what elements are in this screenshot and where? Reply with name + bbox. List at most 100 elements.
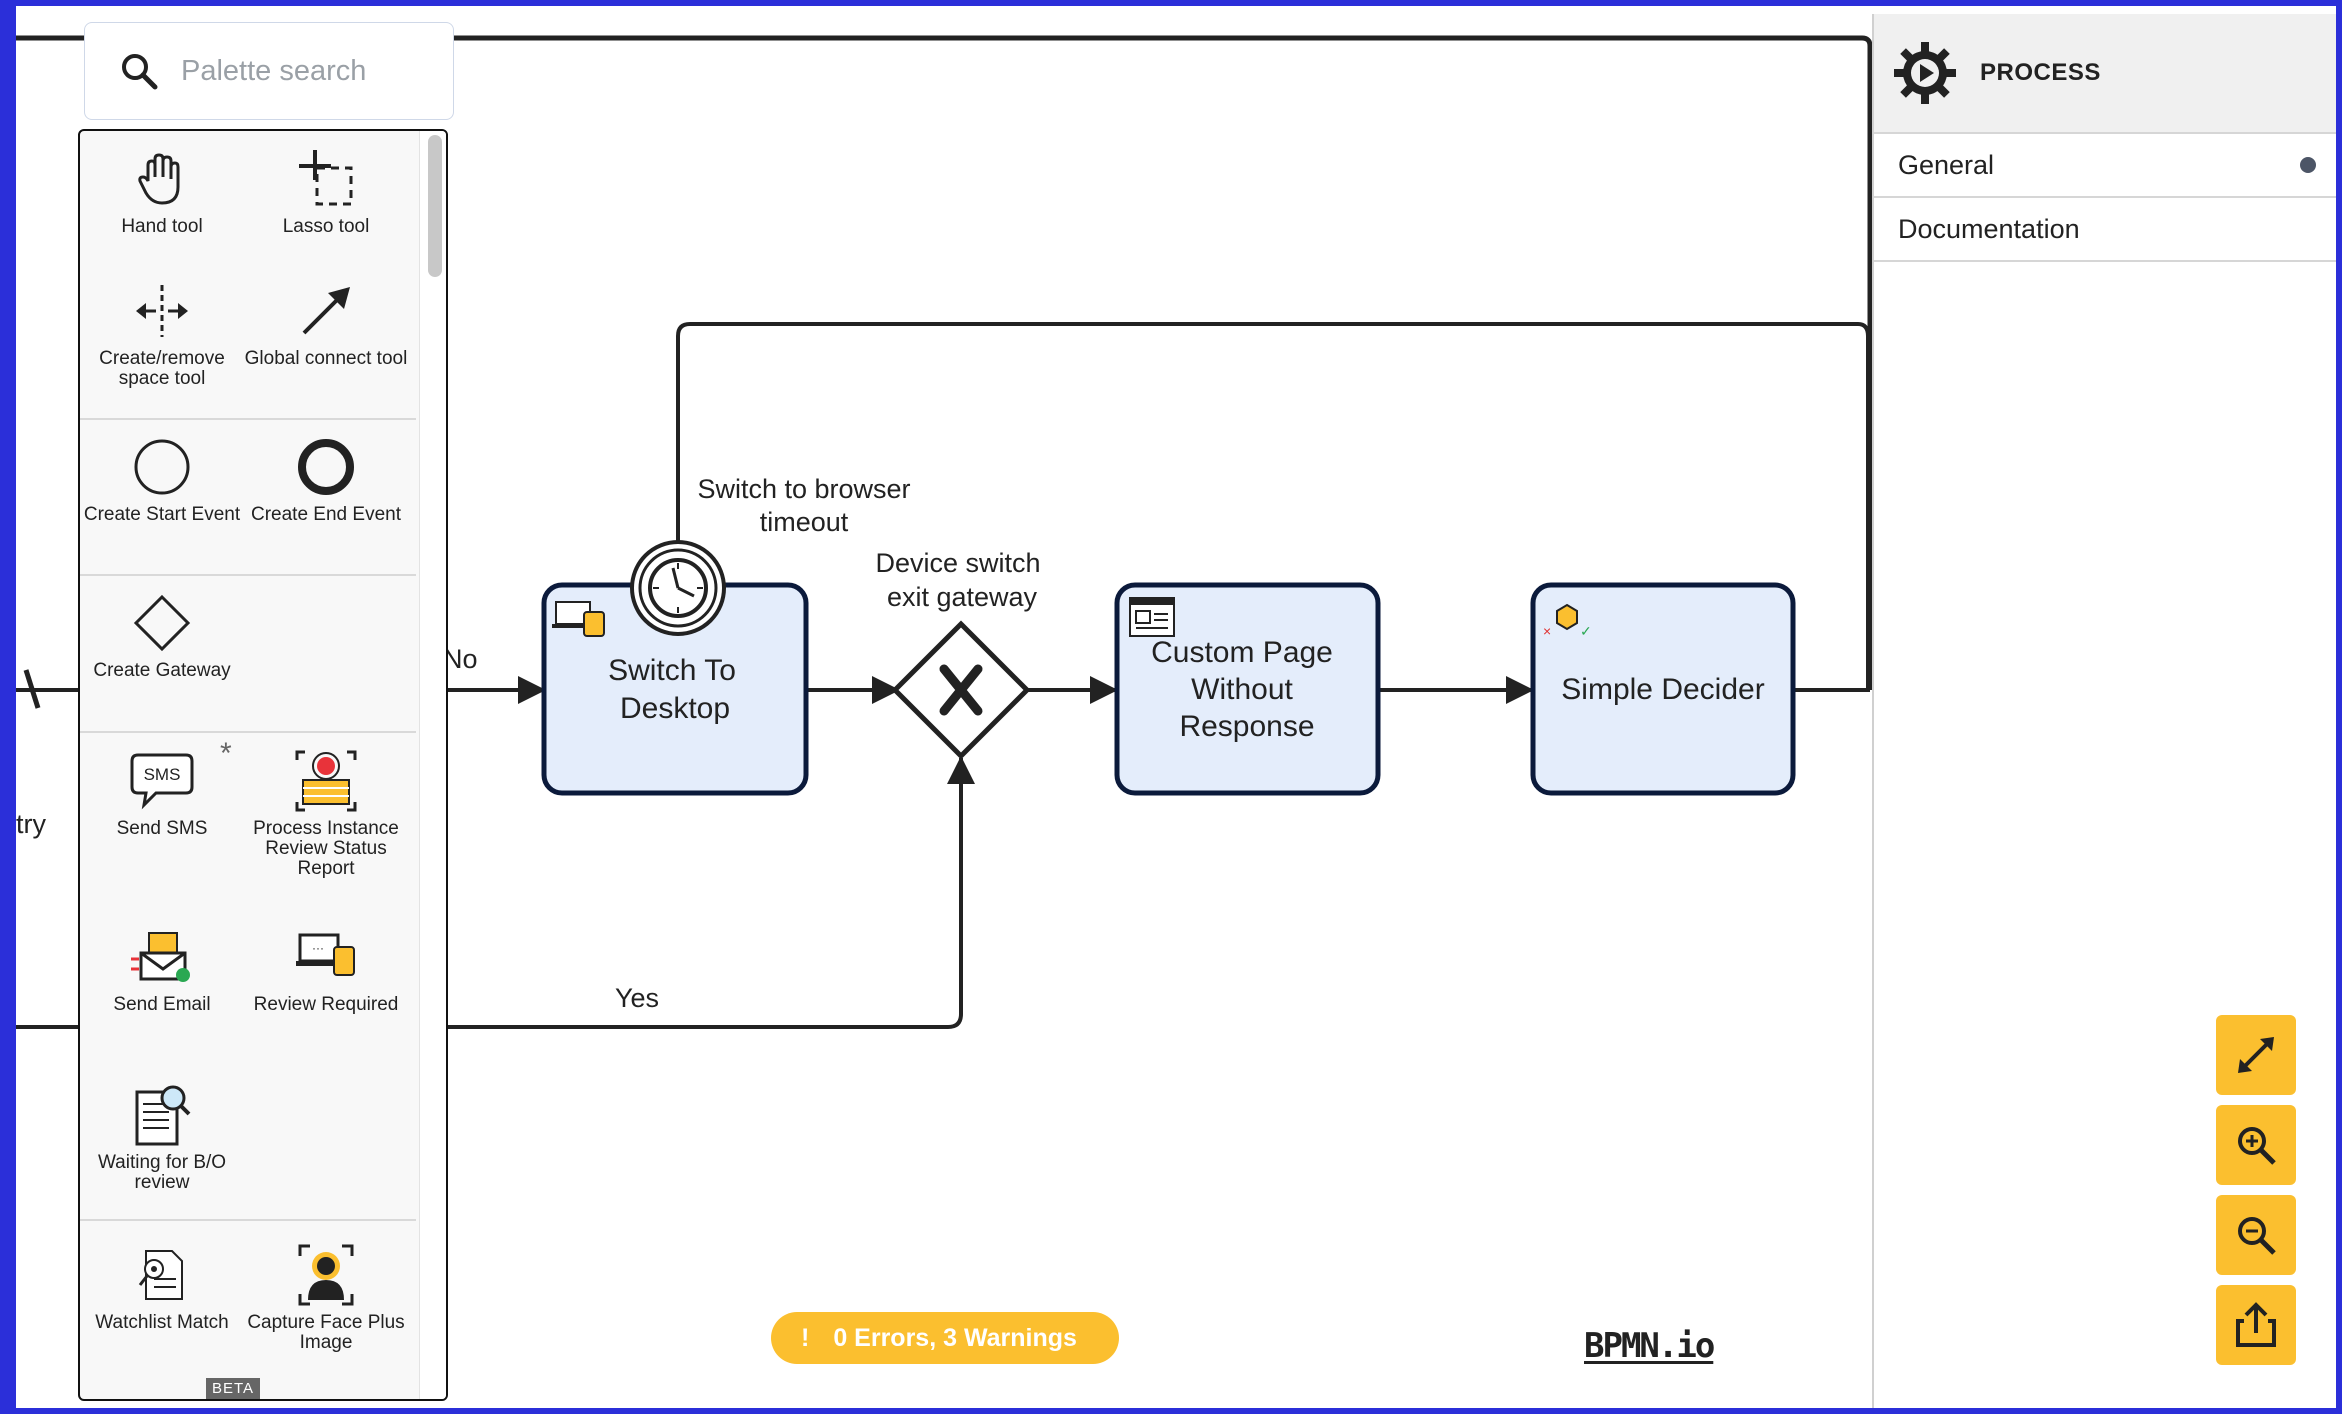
tool-label: Lasso tool: [282, 216, 370, 237]
group-data-indicator: [2300, 157, 2316, 173]
tool-label: Create Gateway: [93, 660, 231, 681]
export-button[interactable]: [2216, 1285, 2296, 1365]
fit-viewport-button[interactable]: [2216, 1015, 2296, 1095]
start-event-icon: [134, 439, 190, 495]
gateway-label: exit gateway: [887, 582, 1038, 612]
task-custom-page-without-response[interactable]: Custom Page Without Response: [1114, 582, 1381, 796]
send-sms-tool[interactable]: SMS Send SMS: [80, 747, 244, 839]
default-flow-marker: [23, 669, 41, 709]
sequence-flow-outer-loop[interactable]: [16, 35, 1873, 690]
element-label-fragment: try: [16, 809, 46, 839]
email-icon: [131, 932, 190, 982]
review-status-report-tool[interactable]: Process Instance Review Status Report: [244, 747, 408, 879]
palette-scrollbar[interactable]: [428, 135, 442, 277]
custom-marker-star: *: [220, 737, 232, 770]
warning-icon: !: [801, 1323, 810, 1352]
svg-text:✓: ✓: [1580, 623, 1592, 639]
document-search-icon: [135, 1085, 191, 1146]
lasso-tool[interactable]: Lasso tool: [244, 145, 408, 237]
lint-status-badge[interactable]: ! 0 Errors, 3 Warnings: [771, 1312, 1119, 1364]
zoom-out-icon: [2238, 1217, 2276, 1255]
export-icon: [2236, 1302, 2276, 1347]
report-icon: [295, 750, 357, 812]
zoom-in-button[interactable]: [2216, 1105, 2296, 1185]
laptop-device-icon: [552, 601, 605, 637]
zoom-in-icon: [2238, 1127, 2276, 1165]
watchlist-match-tool[interactable]: Watchlist Match: [80, 1241, 244, 1333]
properties-title: PROCESS: [1980, 59, 2101, 86]
palette-separator: [80, 574, 416, 576]
palette-search-input[interactable]: [179, 53, 423, 89]
fit-viewport-icon: [2238, 1037, 2274, 1073]
create-start-event[interactable]: Create Start Event: [80, 433, 244, 525]
search-icon: [122, 54, 158, 90]
global-connect-tool[interactable]: Global connect tool: [244, 277, 408, 369]
svg-text:···: ···: [312, 941, 324, 955]
hand-tool[interactable]: Hand tool: [80, 145, 244, 237]
create-end-event[interactable]: Create End Event: [244, 433, 408, 525]
review-required-tool[interactable]: ··· Review Required: [244, 923, 408, 1015]
create-gateway[interactable]: Create Gateway: [80, 589, 244, 681]
space-tool[interactable]: Create/remove space tool: [80, 277, 244, 389]
review-icon: ···: [296, 933, 355, 976]
space-tool-icon: [136, 285, 188, 337]
tool-label: Waiting for B/O review: [97, 1152, 227, 1193]
x-marker-icon: [939, 664, 983, 716]
properties-header: PROCESS: [1874, 14, 2338, 134]
timer-boundary-event[interactable]: [630, 540, 726, 636]
sequence-flow-timeout-loop[interactable]: [676, 322, 1870, 690]
task-label-line: Switch To: [608, 654, 736, 687]
palette-scroll-track[interactable]: [419, 131, 446, 1399]
lint-status-text: 0 Errors, 3 Warnings: [833, 1323, 1077, 1352]
connect-arrow-icon: [302, 287, 350, 335]
gateway-icon: [133, 594, 191, 652]
page-icon: [1129, 597, 1175, 637]
face-capture-icon: [298, 1244, 354, 1306]
bpmn-io-logo[interactable]: BPMN.io: [1584, 1326, 1715, 1366]
tool-palette: Hand tool Lasso tool Create/remove space…: [78, 129, 448, 1401]
capture-face-tool[interactable]: Capture Face Plus Image: [244, 1241, 408, 1353]
flow-label-no: No: [443, 644, 478, 674]
group-label: Documentation: [1898, 213, 2080, 244]
tool-label: Process Instance Review Status Report: [253, 818, 399, 879]
tool-label: Create Start Event: [83, 504, 241, 525]
group-documentation[interactable]: Documentation: [1874, 198, 2338, 262]
palette-search[interactable]: [84, 22, 454, 120]
tool-label: Create/remove space tool: [99, 348, 225, 389]
sequence-flow-yes[interactable]: [16, 756, 975, 1029]
sms-icon: SMS: [130, 753, 194, 810]
task-label-line: Desktop: [620, 692, 730, 725]
palette-separator: [80, 731, 416, 733]
waiting-review-tool[interactable]: Waiting for B/O review: [80, 1081, 244, 1193]
task-label-line: Simple Decider: [1561, 673, 1764, 706]
exclusive-gateway[interactable]: [891, 620, 1031, 760]
zoom-out-button[interactable]: [2216, 1195, 2296, 1275]
tool-label: Capture Face Plus Image: [247, 1312, 405, 1353]
tool-label: Global connect tool: [244, 348, 408, 369]
tool-label: Send SMS: [116, 818, 208, 839]
watchlist-icon: [138, 1250, 183, 1300]
task-label-line: Without: [1191, 673, 1293, 706]
svg-text:SMS: SMS: [144, 765, 181, 784]
decider-icon: × ✓: [1543, 603, 1592, 639]
tool-label: Hand tool: [121, 216, 203, 237]
end-event-icon: [298, 439, 354, 495]
group-general[interactable]: General: [1874, 134, 2338, 198]
beta-badge: BETA: [206, 1378, 261, 1399]
timer-label: timeout: [760, 507, 849, 537]
clock-icon: [653, 563, 703, 613]
tool-label: Create End Event: [251, 504, 401, 525]
task-simple-decider[interactable]: × ✓ Simple Decider: [1530, 582, 1796, 796]
svg-text:×: ×: [1543, 623, 1551, 639]
timer-label: Switch to browser: [697, 474, 910, 504]
task-label-line: Response: [1179, 710, 1314, 743]
lasso-icon: [299, 150, 353, 206]
task-switch-to-desktop[interactable]: Switch To Desktop: [541, 582, 809, 796]
palette-separator: [80, 418, 416, 420]
tool-label: Send Email: [113, 994, 211, 1015]
send-email-tool[interactable]: Send Email: [80, 923, 244, 1015]
group-label: General: [1898, 149, 1995, 180]
hand-icon: [138, 153, 180, 205]
tool-label: Review Required: [253, 994, 399, 1015]
